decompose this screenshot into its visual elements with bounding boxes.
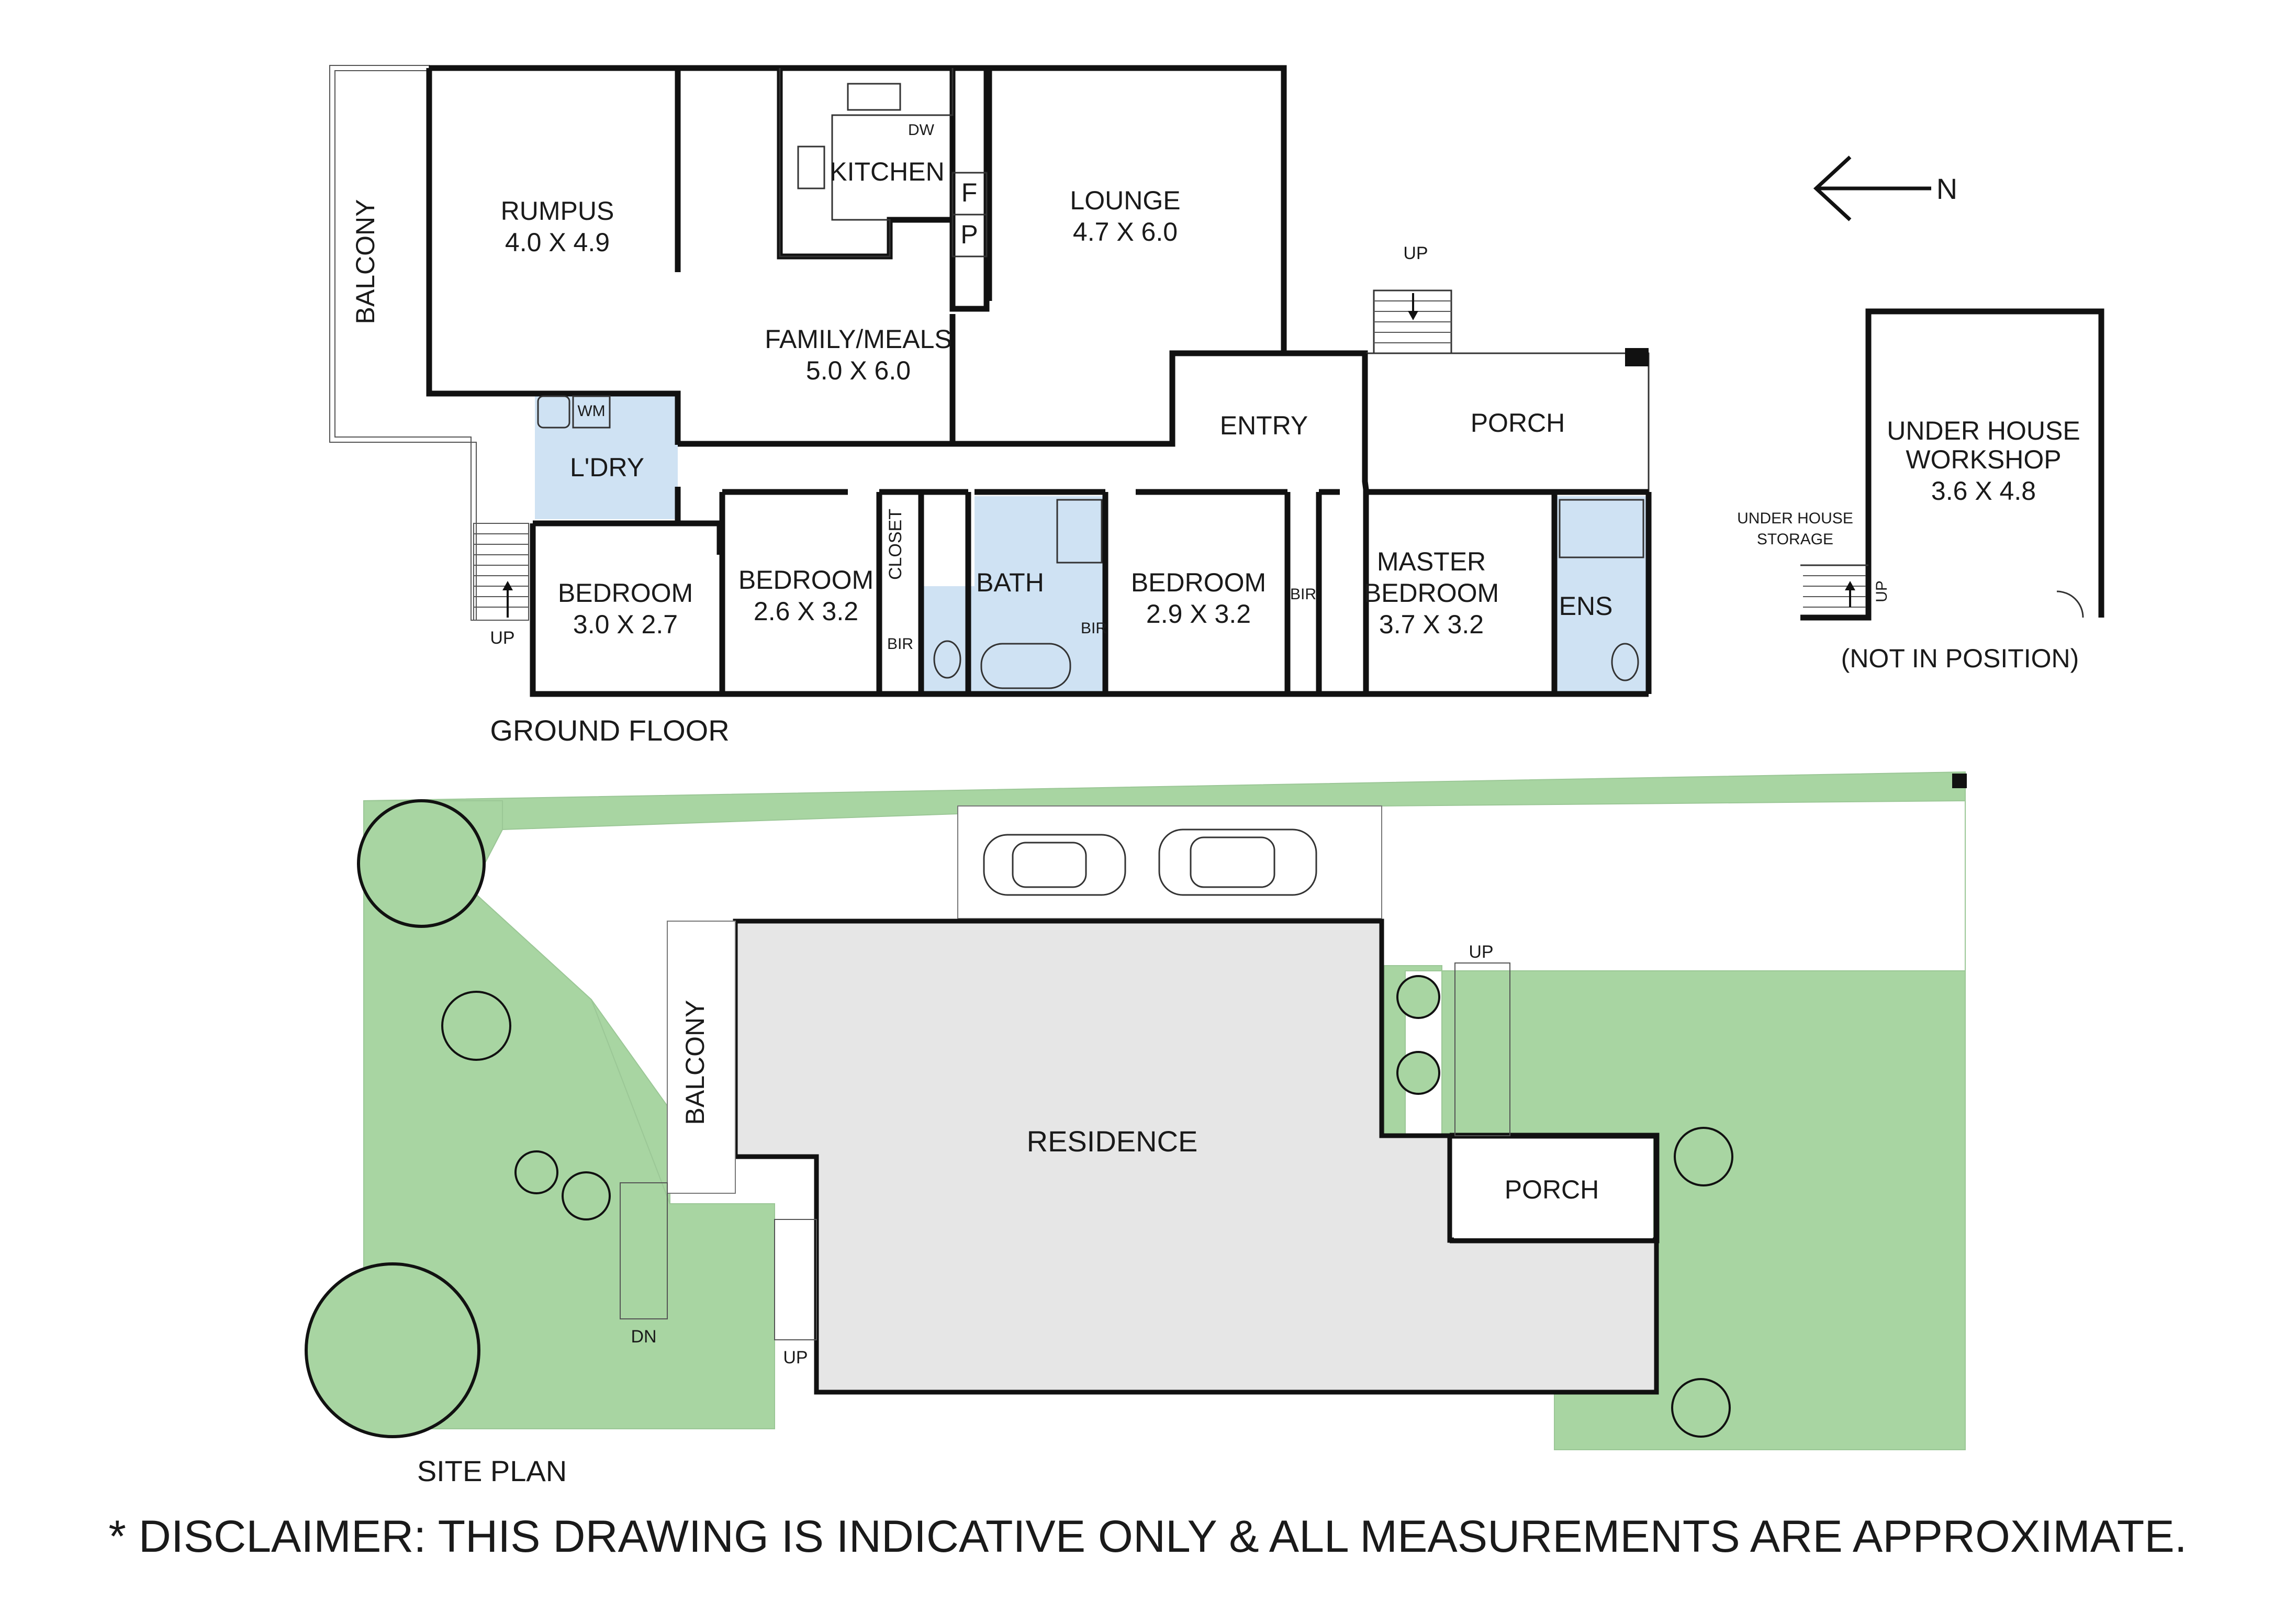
bir-label-3: BIR (1290, 586, 1316, 603)
disclaimer: * DISCLAIMER: THIS DRAWING IS INDICATIVE… (108, 1511, 2187, 1562)
ensuite-shower (1559, 499, 1644, 558)
site-balcony (667, 921, 736, 1194)
balcony-outline (329, 65, 477, 621)
balcony-name: BALCONY (351, 199, 380, 324)
ground-floor-title: GROUND FLOOR (490, 714, 729, 747)
garden-west (363, 800, 775, 1429)
bedroom2-dims: 2.6 X 3.2 (754, 597, 858, 626)
workshop-stairs (1803, 575, 1866, 608)
entry-name: ENTRY (1220, 411, 1308, 440)
west-stairs (473, 523, 529, 621)
master-name: MASTER (1377, 547, 1486, 576)
lounge-name: LOUNGE (1070, 186, 1180, 215)
bir-label-1: BIR (887, 635, 913, 653)
site-plan (305, 771, 1967, 1450)
washing-machine (572, 395, 611, 429)
workshop-name: UNDER HOUSE (1887, 416, 2080, 445)
kitchen-benches (779, 68, 954, 257)
site-balcony-label: BALCONY (680, 1000, 710, 1125)
site-dn-label: DN (631, 1327, 656, 1347)
residence-label: RESIDENCE (1027, 1125, 1198, 1158)
bedroom2-name: BEDROOM (738, 565, 873, 595)
workshop-dims: 3.6 X 4.8 (1931, 476, 2036, 506)
site-up-label-1: UP (1469, 942, 1493, 962)
car-icon (1158, 828, 1317, 896)
bir-label-2: BIR (1081, 620, 1107, 637)
closet-name: CLOSET (886, 509, 905, 580)
ensuite-name: ENS (1559, 591, 1613, 621)
bath-name: BATH (976, 568, 1044, 597)
storage-label2: STORAGE (1757, 531, 1833, 548)
family-name: FAMILY/MEALS (765, 324, 952, 354)
master-name2: BEDROOM (1364, 578, 1499, 608)
dishwasher-label: DW (908, 121, 935, 139)
tree-icon (305, 799, 1733, 1438)
bedroom1-dims: 3.0 X 2.7 (573, 610, 678, 639)
compass-arrow-icon (1813, 155, 1931, 221)
car-icon (983, 834, 1126, 896)
west-up-label: UP (490, 628, 514, 648)
porch-footprint (1450, 1133, 1660, 1244)
fridge-label: F (961, 178, 978, 207)
lounge-dims: 4.7 X 6.0 (1073, 217, 1178, 247)
bedroom3-dims: 2.9 X 3.2 (1146, 599, 1251, 629)
compass-label: N (1936, 172, 1957, 205)
shower (1056, 499, 1103, 564)
bedroom1-name: BEDROOM (558, 578, 693, 608)
ensuite-floor (1554, 496, 1649, 694)
porch-name: PORCH (1471, 408, 1565, 438)
bedroom3-name: BEDROOM (1131, 568, 1266, 597)
workshop-up-label: UP (1873, 580, 1890, 602)
driveway (957, 805, 1382, 919)
interior-walls (533, 68, 1652, 694)
site-plan-title: SITE PLAN (417, 1454, 567, 1487)
site-porch-label: PORCH (1505, 1175, 1599, 1204)
laundry-sink (537, 395, 570, 429)
pantry-label: P (960, 220, 978, 249)
labels: N RUMPUS 4.0 X 4.9 KITCHEN DW F P FAMILY… (108, 121, 2187, 1562)
rumpus-name: RUMPUS (501, 196, 614, 226)
porch-up-label: UP (1403, 243, 1428, 263)
laundry-name: L'DRY (570, 453, 644, 482)
storage-label: UNDER HOUSE (1737, 510, 1853, 527)
bath-floor (975, 496, 1105, 694)
ground-floor-plan (329, 65, 2104, 697)
wm-label: WM (577, 402, 605, 420)
workshop-walls (1800, 308, 2104, 621)
porch-outline (1366, 289, 1650, 493)
kitchen-name: KITCHEN (830, 157, 944, 186)
pantry (951, 214, 988, 257)
laundry-floor (535, 394, 678, 519)
rumpus-dims: 4.0 X 4.9 (505, 228, 610, 257)
workshop-note: (NOT IN POSITION) (1841, 644, 2079, 673)
site-stairs (620, 962, 1510, 1340)
master-dims: 3.7 X 3.2 (1379, 610, 1484, 639)
bathtub (980, 643, 1071, 689)
workshop-name2: WORKSHOP (1906, 445, 2061, 474)
site-up-label-2: UP (783, 1348, 808, 1368)
family-dims: 5.0 X 6.0 (806, 356, 911, 385)
toilet (933, 640, 961, 679)
